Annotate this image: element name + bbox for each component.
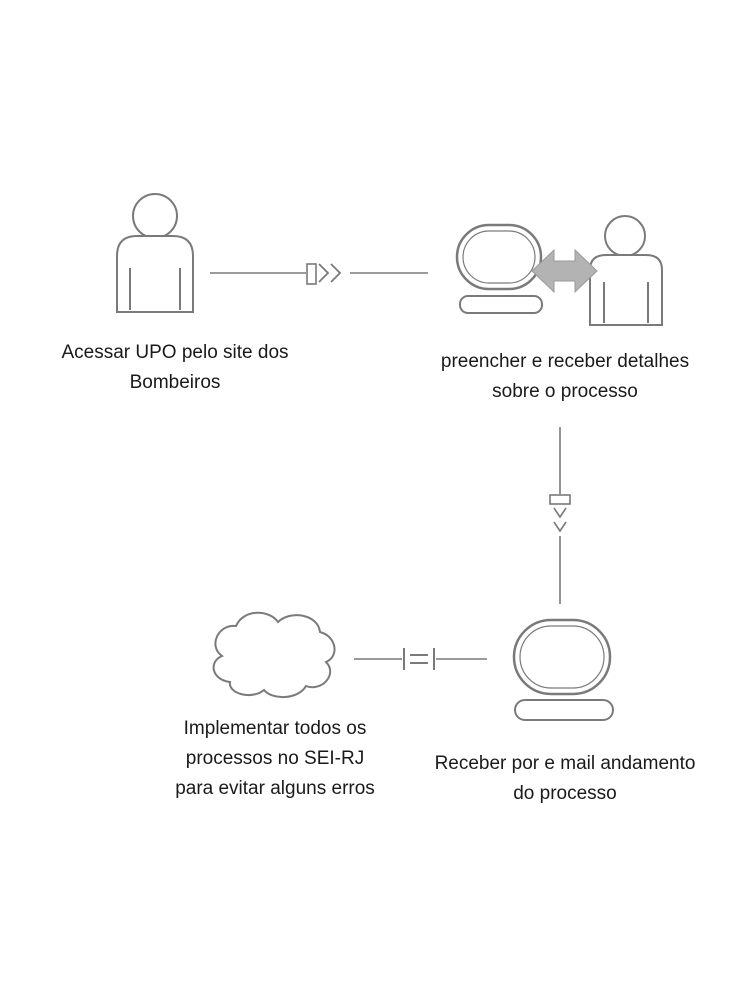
connector-fill-to-email: [549, 427, 571, 604]
cloud-icon: [212, 611, 336, 698]
connector-access-to-fill: [210, 263, 428, 285]
node-label-fill-details: preencher e receber detalhes sobre o pro…: [440, 351, 690, 402]
node-label-implement-sei: Implementar todos os processos no SEI-RJ…: [175, 718, 375, 799]
node-label-access-upo: Acessar UPO pelo site dos Bombeiros: [61, 342, 289, 393]
person-icon: [116, 193, 194, 313]
computer-user-exchange-icon: [455, 215, 663, 326]
exchange-arrow-icon: [531, 248, 598, 294]
computer-icon: [512, 618, 614, 721]
node-label-email-progress: Receber por e mail andamento do processo: [434, 753, 696, 804]
connector-email-to-implement: [354, 648, 487, 670]
